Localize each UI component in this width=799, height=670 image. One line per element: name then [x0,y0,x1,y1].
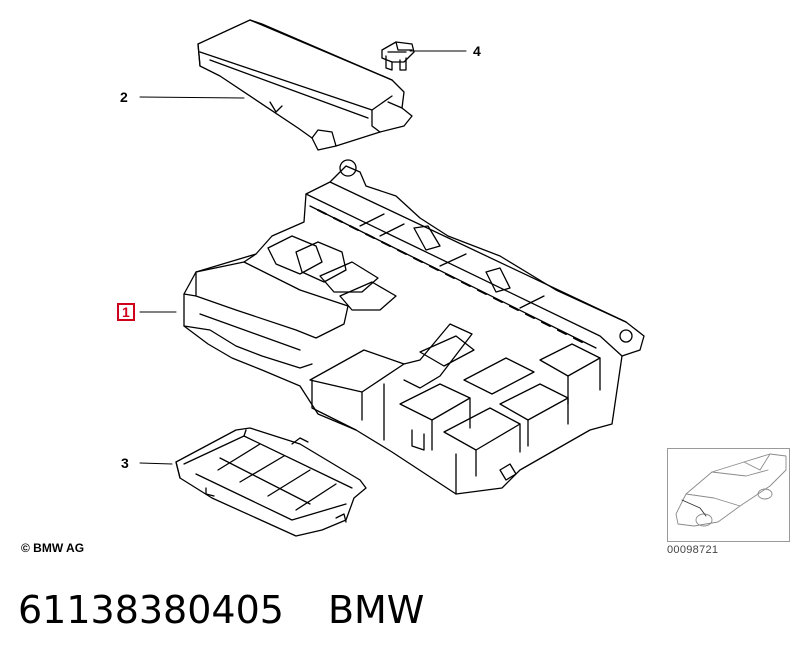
vehicle-thumbnail [667,448,790,542]
leader-lines [139,50,467,465]
part-2-cover [197,19,413,151]
callout-4[interactable]: 4 [473,43,481,59]
leader-3 [139,462,173,465]
leader-2 [139,96,245,99]
thumbnail-id: 00098721 [667,544,719,556]
thumbnail-car [675,453,787,527]
callout-1[interactable]: 1 [117,303,135,321]
part-1-fuse-box [183,159,645,495]
part-number: 61138380405 [18,588,284,632]
brand-name: BMW [327,588,425,632]
copyright-notice: © BMW AG [21,541,85,555]
part-4-clip [381,41,415,71]
callout-3[interactable]: 3 [121,455,129,471]
callout-2[interactable]: 2 [120,89,128,105]
part-3-tray [175,427,367,537]
footer-caption: 61138380405 BMW [18,586,468,634]
